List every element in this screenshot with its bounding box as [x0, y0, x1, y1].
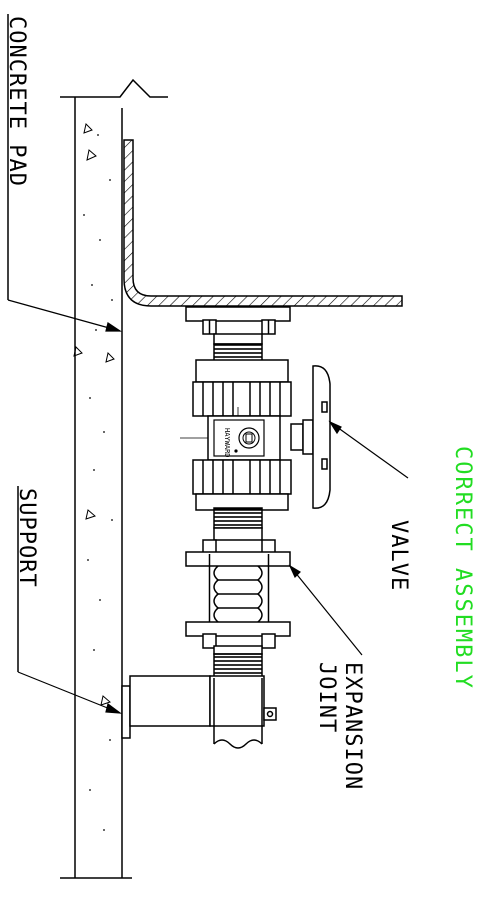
label-concrete-pad: CONCRETE PAD: [4, 14, 29, 300]
valve-nameplate: HAYWARD: [213, 419, 265, 458]
valve-label: VALVE: [386, 520, 411, 591]
concrete-dots: [83, 134, 113, 831]
label-support: SUPPORT: [14, 486, 39, 672]
angle-bracket: [123, 139, 403, 307]
concrete-aggregate: [73, 123, 115, 706]
concrete-pad: [60, 78, 168, 879]
valve-handle: [290, 365, 331, 509]
valve-centerline: [180, 407, 239, 439]
lower-threaded-nipple: [213, 507, 263, 529]
expansion-joint: [185, 527, 291, 655]
pipe-support: [121, 675, 277, 749]
joint-label: JOINT: [314, 662, 339, 733]
leader-lines: [7, 299, 409, 714]
concrete-pad-label: CONCRETE PAD: [4, 16, 29, 187]
bottom-threaded-pipe: [213, 653, 263, 679]
expansion-label: EXPANSION: [340, 662, 365, 790]
valve-brand-label: HAYWARD: [223, 428, 231, 458]
support-label: SUPPORT: [14, 488, 39, 588]
correct-assembly-label: CORRECT ASSEMBLY: [450, 446, 475, 690]
top-flange: [185, 306, 291, 345]
